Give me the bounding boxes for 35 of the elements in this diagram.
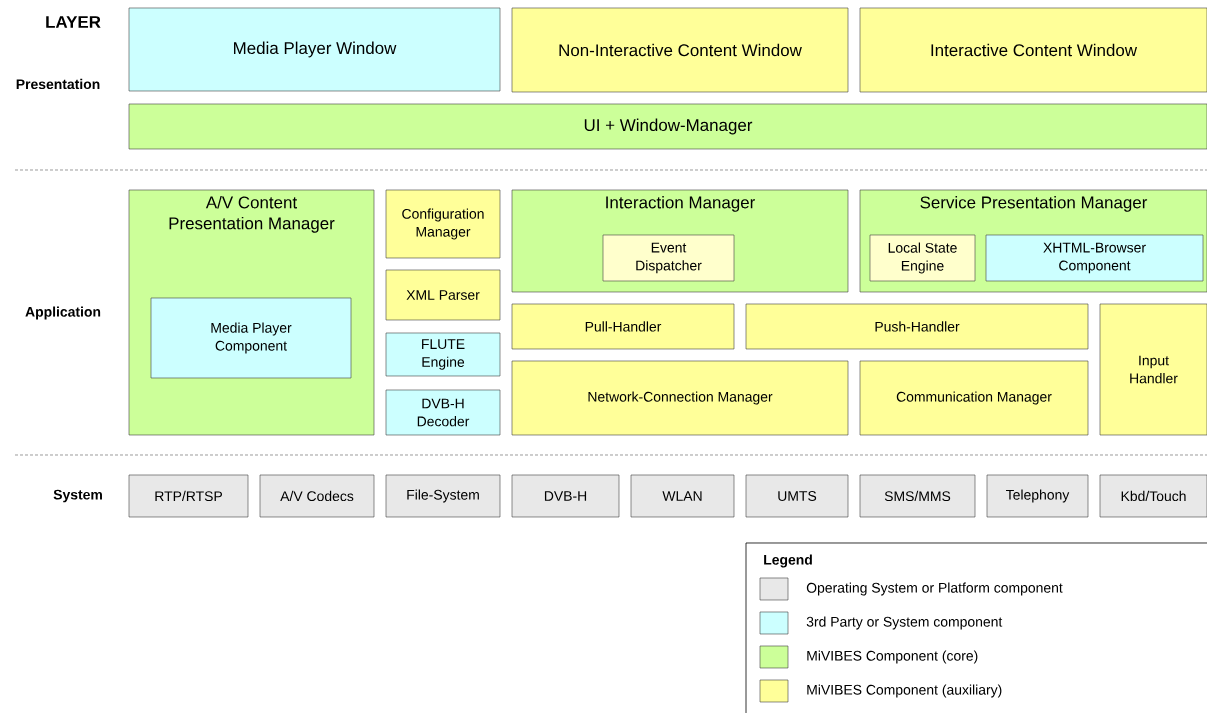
component-box: Pull-Handler <box>511 303 735 350</box>
layer-label: Application <box>25 306 101 320</box>
system-box: WLAN <box>630 474 735 518</box>
component-box: Event Dispatcher <box>602 234 735 282</box>
component-box: DVB-H Decoder <box>385 389 501 436</box>
manager-bar: UI + Window-Manager <box>128 103 1207 150</box>
component-box: XHTML-Browser Component <box>985 234 1204 282</box>
component-box: Media Player Component <box>150 297 352 379</box>
legend-label: MiVIBES Component (auxiliary) <box>807 684 1002 698</box>
system-box: DVB-H <box>511 474 620 518</box>
system-box: File-System <box>385 474 501 518</box>
component-box: Communication Manager <box>859 360 1089 436</box>
system-box: SMS/MMS <box>859 474 976 518</box>
window-box: Media Player Window <box>128 7 501 92</box>
component-box: XML Parser <box>385 269 501 321</box>
component-box: Input Handler <box>1099 303 1207 436</box>
layer-heading: LAYER <box>46 16 101 28</box>
legend-label: MiVIBES Component (core) <box>807 650 978 664</box>
window-box: Non-Interactive Content Window <box>511 7 849 93</box>
legend-label: Operating System or Platform component <box>806 582 1063 596</box>
system-box: Telephony <box>986 474 1089 518</box>
system-box: Kbd/Touch <box>1099 474 1207 518</box>
component-box: FLUTE Engine <box>385 332 501 377</box>
component-box: Local State Engine <box>869 234 976 282</box>
layer-label: Presentation <box>16 78 100 90</box>
legend-title: Legend <box>764 554 812 568</box>
component-box: Configuration Manager <box>385 189 501 259</box>
legend-label: 3rd Party or System component <box>806 616 1003 630</box>
window-box: Interactive Content Window <box>859 7 1207 93</box>
layer-label: System <box>53 489 102 503</box>
system-box: RTP/RTSP <box>128 474 249 518</box>
component-box: Network-Connection Manager <box>511 360 849 436</box>
component-box: Push-Handler <box>745 303 1089 350</box>
system-box: UMTS <box>745 474 849 518</box>
system-box: A/V Codecs <box>259 474 375 518</box>
